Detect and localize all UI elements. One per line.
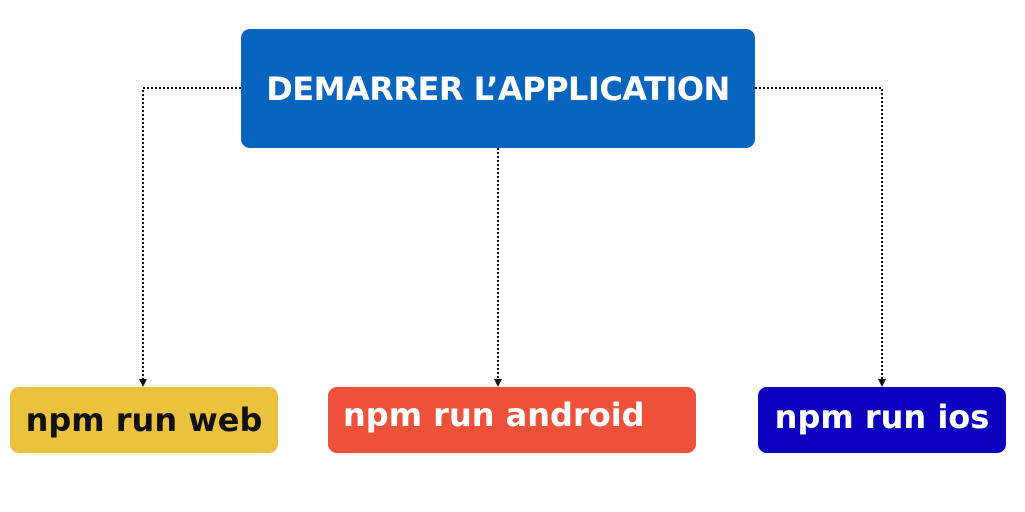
connector-ios (755, 87, 886, 387)
root-label: DEMARRER L’APPLICATION (266, 69, 730, 108)
child-label-web: npm run web (25, 401, 263, 439)
child-label-ios: npm run ios (774, 398, 990, 436)
child-label-android: npm run android (343, 396, 645, 434)
child-node-ios: npm run ios (758, 387, 1006, 453)
child-node-web: npm run web (10, 387, 278, 453)
child-node-android: npm run android (328, 387, 696, 453)
root-node: DEMARRER L’APPLICATION (241, 29, 755, 148)
connector-web (139, 87, 241, 387)
